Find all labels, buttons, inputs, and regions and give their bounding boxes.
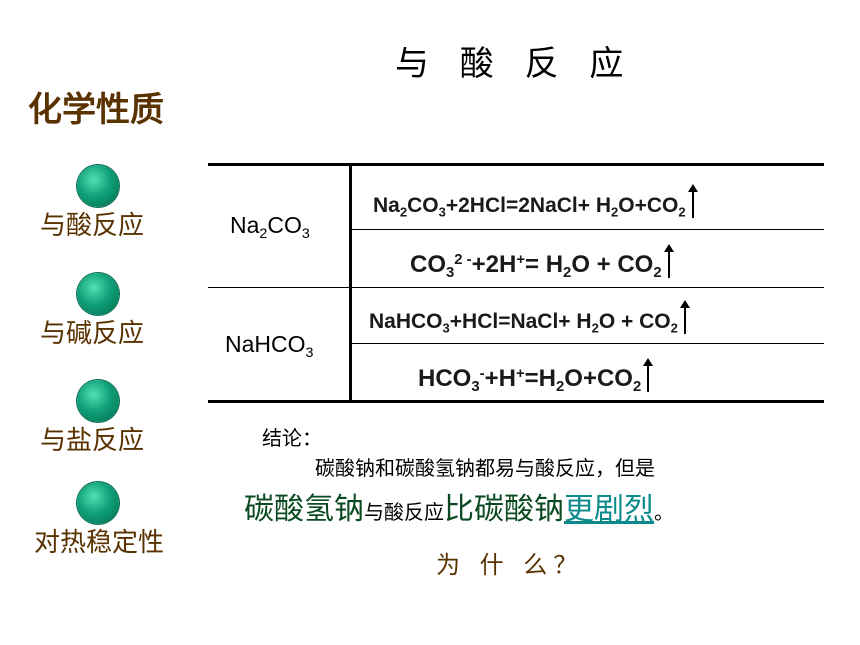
nav-label: 与碱反应 xyxy=(40,319,145,349)
equation-ionic-na2co3: CO32 -+2H+= H2O + CO2 xyxy=(410,244,674,281)
conclusion-line-2: 碳酸氢钠与酸反应比碳酸钠更剧烈。 xyxy=(244,484,674,528)
nav-label: 与酸反应 xyxy=(40,211,145,241)
conclusion-period: 。 xyxy=(654,500,674,524)
nav-label: 与盐反应 xyxy=(40,426,145,456)
nav-bullet-icon xyxy=(77,165,119,207)
conclusion-heading: 结论： xyxy=(262,426,322,450)
nav-bullet-icon xyxy=(77,380,119,422)
nav-bullet-icon xyxy=(77,273,119,315)
nav-bullet-icon xyxy=(77,482,119,524)
question-text: 为 什 么？ xyxy=(436,551,584,579)
slide-title: 与 酸 反 应 xyxy=(395,44,634,84)
nav-label: 对热稳定性 xyxy=(34,528,165,558)
gas-arrow-icon xyxy=(643,358,654,392)
table-divider xyxy=(352,229,824,230)
gas-arrow-icon xyxy=(679,300,690,334)
table-column-divider xyxy=(349,163,352,403)
conclusion-text: 与酸反应 xyxy=(364,500,444,524)
conclusion-line-1: 碳酸钠和碳酸氢钠都易与酸反应，但是 xyxy=(315,456,655,480)
table-bottom-border xyxy=(208,400,824,403)
row-header-nahco3: NaHCO3 xyxy=(225,331,314,361)
equation-molecular-nahco3: NaHCO3+HCl=NaCl+ H2O + CO2 xyxy=(369,300,690,336)
gas-arrow-icon xyxy=(687,184,698,218)
table-divider xyxy=(352,343,824,344)
section-title: 化学性质 xyxy=(28,90,164,130)
equation-molecular-na2co3: Na2CO3+2HCl=2NaCl+ H2O+CO2 xyxy=(373,184,698,220)
conclusion-link-more-violent[interactable]: 更剧烈 xyxy=(564,492,654,527)
table-top-border xyxy=(208,163,824,166)
conclusion-emphasis-nahco3: 碳酸氢钠 xyxy=(244,492,364,527)
conclusion-emphasis-compare: 比碳酸钠 xyxy=(444,492,564,527)
row-header-na2co3: Na2CO3 xyxy=(230,212,310,242)
gas-arrow-icon xyxy=(663,244,674,278)
table-divider xyxy=(208,287,824,288)
equation-ionic-nahco3: HCO3-+H+=H2O+CO2 xyxy=(418,358,654,395)
